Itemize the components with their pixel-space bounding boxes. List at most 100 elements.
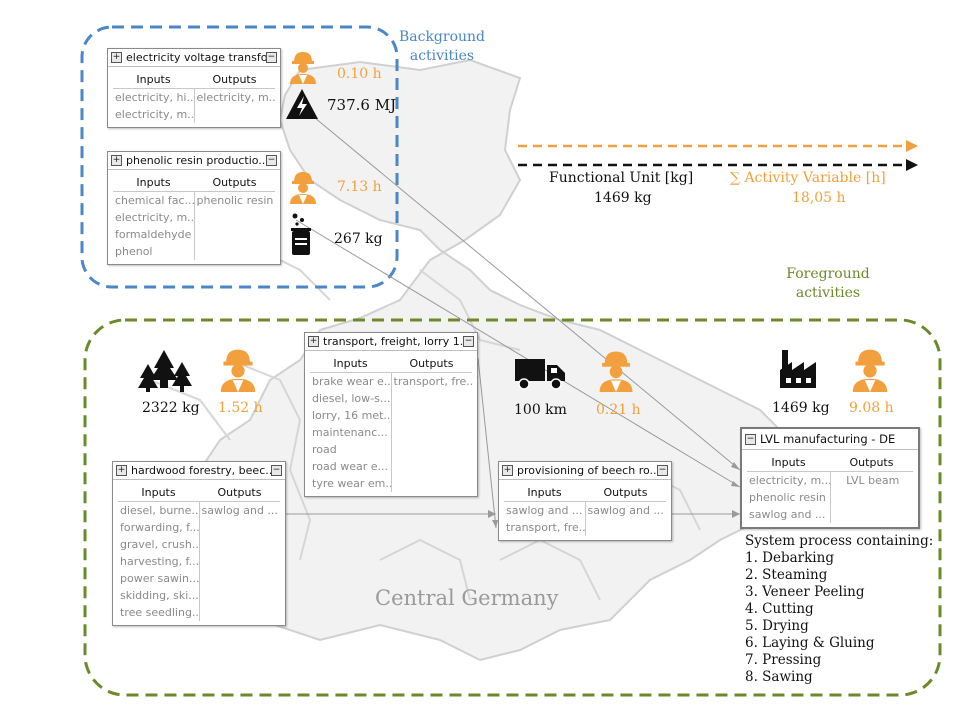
output-item: transport, fre... — [393, 375, 473, 388]
input-item: electricity, m... — [115, 211, 194, 224]
worker-icon — [599, 351, 633, 392]
factory-amount-value: 1469 kg — [772, 400, 830, 416]
central-germany-label: Central Germany — [375, 586, 559, 610]
input-item: electricity, m... — [115, 108, 194, 121]
forest-amount-value: 2322 kg — [142, 400, 200, 416]
outputs-header: Outputs — [409, 357, 454, 370]
outputs-header: Outputs — [849, 456, 894, 469]
input-item: forwarding, f... — [120, 521, 199, 534]
input-item: sawlog and ... — [749, 508, 826, 521]
input-item: skidding, ski... — [120, 589, 199, 602]
system-process-step: 8. Sawing — [745, 669, 813, 685]
expand-icon[interactable]: + — [111, 155, 122, 166]
input-item: electricity, hi... — [115, 91, 194, 104]
output-item: electricity, m... — [196, 91, 276, 104]
input-item: lorry, 16 met... — [312, 409, 391, 422]
truck-icon — [515, 359, 565, 390]
input-item: diesel, burne... — [120, 504, 199, 517]
output-item: sawlog and ... — [587, 504, 664, 517]
input-item: harvesting, f... — [120, 555, 199, 568]
collapse-icon[interactable]: − — [657, 465, 668, 476]
outputs-header: Outputs — [212, 176, 257, 189]
system-process-title: System process containing: — [745, 533, 934, 549]
system-process-step: 3. Veneer Peeling — [745, 584, 865, 600]
expand-icon[interactable]: + — [111, 52, 122, 63]
foreground-activities-label: Foreground activities — [786, 266, 870, 301]
output-item: LVL beam — [846, 474, 900, 487]
worker-icon — [220, 349, 256, 392]
process-lvl-manufacturing[interactable]: −LVL manufacturing - DE Inputs Outputs el… — [740, 427, 920, 529]
input-item: chemical fac... — [115, 194, 194, 207]
chemical-beaker-icon — [291, 213, 311, 255]
collapse-icon[interactable]: − — [271, 465, 282, 476]
truck-time-value: 0.21 h — [596, 402, 641, 418]
forest-trees-icon — [138, 350, 192, 392]
inputs-header: Inputs — [771, 456, 806, 469]
system-process-step: 7. Pressing — [745, 652, 822, 668]
electricity-amount-value: 737.6 MJ — [327, 96, 397, 114]
worker-icon — [852, 349, 888, 392]
input-item: transport, fre... — [506, 521, 585, 534]
process-provisioning[interactable]: + provisioning of beech ro...− Inputs Outp… — [498, 461, 672, 541]
process-name: phenolic resin productio... — [126, 154, 266, 167]
expand-icon[interactable]: + — [116, 465, 127, 476]
input-item: electricity, m... — [749, 474, 830, 487]
forest-time-value: 1.52 h — [218, 400, 263, 416]
outputs-header: Outputs — [212, 73, 257, 86]
activity-variable-value: 18,05 h — [792, 190, 846, 206]
system-process-step: 1. Debarking — [745, 550, 834, 566]
input-item: road wear e... — [312, 460, 389, 473]
output-item: sawlog and ... — [201, 504, 278, 517]
process-name: hardwood forestry, beec... — [131, 464, 271, 477]
functional-unit-label: Functional Unit [kg] — [549, 170, 694, 186]
input-item: gravel, crush... — [120, 538, 199, 551]
input-item: brake wear e... — [312, 375, 391, 388]
phenolic-time-value: 7.13 h — [337, 179, 382, 195]
inputs-header: Inputs — [141, 486, 176, 499]
system-process-list: System process containing: 1. Debarking … — [745, 533, 933, 686]
outputs-header: Outputs — [603, 486, 648, 499]
functional-unit-value: 1469 kg — [594, 190, 652, 206]
phenolic-amount-value: 267 kg — [334, 231, 383, 247]
system-process-step: 5. Drying — [745, 618, 809, 634]
output-item: phenolic resin — [196, 194, 274, 207]
expand-icon[interactable]: + — [502, 465, 513, 476]
process-hardwood-forestry[interactable]: + hardwood forestry, beec...− Inputs Outpu… — [112, 461, 286, 626]
collapse-icon[interactable]: − — [266, 155, 277, 166]
system-process-step: 2. Steaming — [745, 567, 828, 583]
outputs-header: Outputs — [217, 486, 262, 499]
background-activities-label: Background activities — [398, 29, 486, 64]
activity-variable-label: ∑ Activity Variable [h] — [730, 170, 886, 186]
system-process-step: 6. Laying & Gluing — [745, 635, 875, 651]
process-electricity[interactable]: + electricity voltage transfo...− Inputs O… — [107, 48, 281, 128]
electricity-hazard-icon — [286, 89, 318, 119]
input-item: diesel, low-s... — [312, 392, 391, 405]
input-item: tyre wear em... — [312, 477, 391, 490]
input-item: maintenanc... — [312, 426, 388, 439]
input-item: road — [312, 443, 337, 456]
truck-amount-value: 100 km — [514, 402, 567, 418]
collapse-icon[interactable]: − — [745, 433, 756, 445]
factory-icon — [780, 350, 816, 388]
collapse-icon[interactable]: − — [463, 336, 474, 347]
input-item: phenolic resin — [749, 491, 826, 504]
input-item: sawlog and ... — [506, 504, 583, 517]
factory-time-value: 9.08 h — [849, 400, 894, 416]
inputs-header: Inputs — [333, 357, 368, 370]
system-process-step: 4. Cutting — [745, 601, 814, 617]
input-item: tree seedling... — [120, 606, 199, 619]
process-name: LVL manufacturing - DE — [760, 432, 896, 446]
process-name: electricity voltage transfo... — [126, 51, 266, 64]
input-item: phenol — [115, 245, 153, 258]
inputs-header: Inputs — [136, 73, 171, 86]
collapse-icon[interactable]: − — [266, 52, 277, 63]
worker-icon — [290, 52, 316, 84]
process-name: provisioning of beech ro... — [517, 464, 657, 477]
input-item: formaldehyde — [115, 228, 192, 241]
worker-icon — [290, 172, 316, 204]
expand-icon[interactable]: + — [308, 336, 319, 347]
inputs-header: Inputs — [527, 486, 562, 499]
input-item: power sawin... — [120, 572, 199, 585]
